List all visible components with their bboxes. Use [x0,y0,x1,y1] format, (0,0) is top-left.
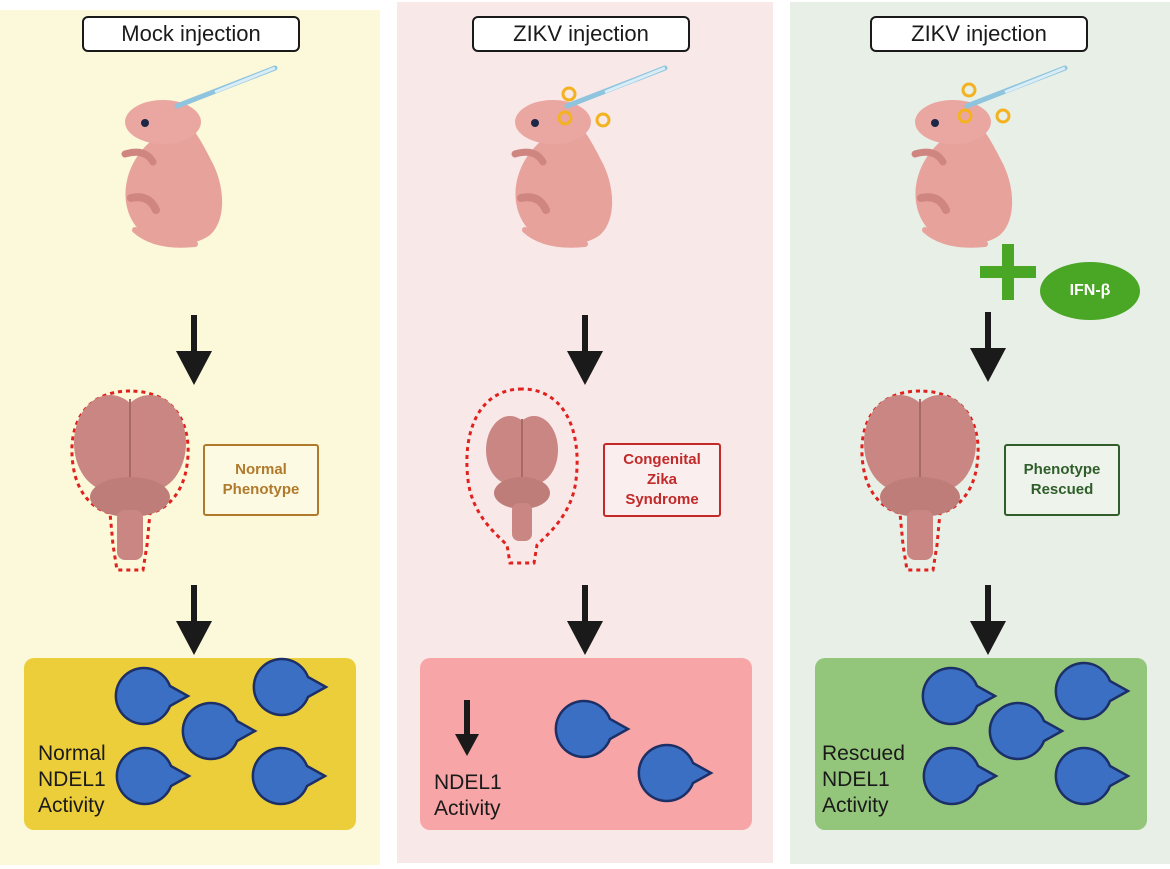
phenotype-label-czs: Congenital Zika Syndrome [603,443,721,517]
activity-label-zikv: NDEL1 Activity [434,771,502,820]
mouse-pup-icon [511,100,613,248]
enzyme-group-rescued [921,661,1131,806]
virus-icon [957,82,1011,124]
brain-icon [860,389,980,572]
activity-label-rescued: Rescued NDEL1 Activity [822,742,905,817]
mouse-pup-illustration-zikv [511,65,668,248]
enzyme-icon [921,666,998,726]
enzyme-icon [1054,746,1131,806]
down-arrow-icon [567,585,603,655]
enzyme-group-zikv [554,699,714,803]
enzyme-icon [988,701,1065,761]
activity-label-normal: Normal NDEL1 Activity [38,742,106,817]
enzyme-icon [181,701,258,761]
down-arrow-icon [567,315,603,385]
mouse-pup-illustration-rescue [911,65,1068,248]
phenotype-label-normal: Normal Phenotype [203,444,319,516]
mouse-pup-icon [911,100,1013,248]
enzyme-icon [115,746,192,806]
enzyme-icon [637,743,714,803]
ifn-beta-badge: IFN-β [1040,262,1140,320]
down-arrow-icon [970,585,1006,655]
down-arrow-icon [970,312,1006,382]
virus-icon [557,86,611,128]
enzyme-icon [252,657,329,717]
phenotype-label-rescued: Phenotype Rescued [1004,444,1120,516]
mouse-pup-icon [121,100,223,248]
brain-icon [465,387,579,565]
enzyme-icon [251,746,328,806]
down-arrow-icon [176,585,212,655]
panel-title-zikv: ZIKV injection [472,16,690,52]
syringe-icon [174,65,278,109]
syringe-icon [964,65,1068,109]
enzyme-icon [114,666,191,726]
mouse-pup-illustration-mock [121,65,278,248]
enzyme-icon [922,746,999,806]
plus-icon [980,244,1036,300]
syringe-icon [564,65,668,109]
enzyme-icon [1054,661,1131,721]
enzyme-icon [554,699,631,759]
down-arrow-icon [176,315,212,385]
panel-title-mock: Mock injection [82,16,300,52]
down-arrow-icon [455,700,479,756]
brain-icon [70,389,190,572]
panel-title-rescue: ZIKV injection [870,16,1088,52]
enzyme-group-normal [114,657,329,806]
